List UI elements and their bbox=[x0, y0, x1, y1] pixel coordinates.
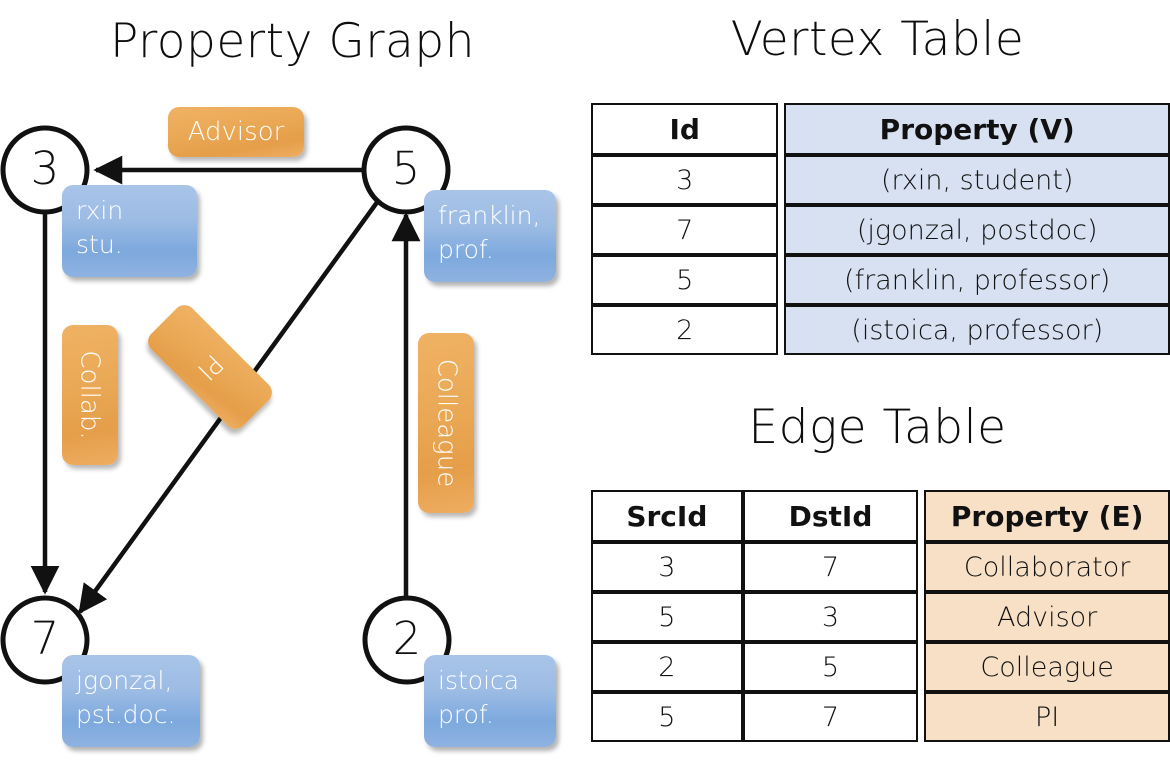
vertex-table: Id Property (V) 3 (rxin, student) 7 (jgo… bbox=[591, 103, 1170, 355]
table-row[interactable]: 7 (jgonzal, postdoc) bbox=[591, 205, 1170, 255]
vertex-table-header-property: Property (V) bbox=[784, 103, 1170, 155]
page-title-vertex-table: Vertex Table bbox=[730, 12, 1025, 67]
edge-label-box-collab: Collab. bbox=[62, 325, 118, 465]
edge-cell-dstid: 5 bbox=[742, 642, 919, 692]
table-row[interactable]: 3 (rxin, student) bbox=[591, 155, 1170, 205]
edge-table-header-dstid: DstId bbox=[742, 490, 919, 542]
graph-node-label-2: 2 bbox=[392, 612, 422, 665]
vertex-cell-id: 5 bbox=[591, 255, 779, 305]
edge-table-header-srcid: SrcId bbox=[591, 490, 743, 542]
table-row[interactable]: 2 (istoica, professor) bbox=[591, 305, 1170, 355]
edge-label-text-pi: PI bbox=[191, 348, 229, 386]
edge-cell-dstid: 7 bbox=[742, 542, 919, 592]
edge-cell-dstid: 7 bbox=[742, 692, 919, 742]
node-property-box-3: rxin stu. bbox=[62, 185, 197, 277]
edge-table-header-row: SrcId DstId Property (E) bbox=[591, 490, 1170, 542]
graph-node-label-3: 3 bbox=[30, 142, 60, 195]
edge-cell-srcid: 2 bbox=[591, 642, 743, 692]
graph-node-label-5: 5 bbox=[391, 142, 421, 195]
table-row[interactable]: 5 (franklin, professor) bbox=[591, 255, 1170, 305]
vertex-cell-id: 2 bbox=[591, 305, 779, 355]
vertex-cell-property: (franklin, professor) bbox=[784, 255, 1170, 305]
edge-cell-srcid: 5 bbox=[591, 692, 743, 742]
node-property-box-2: istoica prof. bbox=[424, 655, 556, 747]
edge-label-box-advisor: Advisor bbox=[168, 107, 304, 157]
edge-label-text-advisor: Advisor bbox=[187, 117, 285, 147]
edge-cell-property: Advisor bbox=[924, 592, 1170, 642]
table-row[interactable]: 5 7 PI bbox=[591, 692, 1170, 742]
table-row[interactable]: 3 7 Collaborator bbox=[591, 542, 1170, 592]
node-property-box-5: franklin, prof. bbox=[424, 190, 556, 282]
vertex-cell-id: 3 bbox=[591, 155, 779, 205]
table-row[interactable]: 5 3 Advisor bbox=[591, 592, 1170, 642]
edge-label-box-colleague: Colleague bbox=[418, 333, 474, 513]
vertex-table-header-id: Id bbox=[591, 103, 779, 155]
vertex-cell-property: (jgonzal, postdoc) bbox=[784, 205, 1170, 255]
edge-label-text-colleague: Colleague bbox=[431, 358, 462, 488]
edge-cell-srcid: 3 bbox=[591, 542, 743, 592]
edge-table-header-property: Property (E) bbox=[924, 490, 1170, 542]
vertex-table-header-row: Id Property (V) bbox=[591, 103, 1170, 155]
edge-cell-srcid: 5 bbox=[591, 592, 743, 642]
edge-cell-property: Collaborator bbox=[924, 542, 1170, 592]
page-title-edge-table: Edge Table bbox=[748, 400, 1007, 455]
graph-node-label-7: 7 bbox=[30, 612, 60, 665]
node-property-box-7: jgonzal, pst.doc. bbox=[62, 655, 200, 747]
table-row[interactable]: 2 5 Colleague bbox=[591, 642, 1170, 692]
edge-table: SrcId DstId Property (E) 3 7 Collaborato… bbox=[591, 490, 1170, 742]
vertex-cell-property: (istoica, professor) bbox=[784, 305, 1170, 355]
vertex-cell-property: (rxin, student) bbox=[784, 155, 1170, 205]
edge-cell-property: PI bbox=[924, 692, 1170, 742]
edge-cell-dstid: 3 bbox=[742, 592, 919, 642]
edge-cell-property: Colleague bbox=[924, 642, 1170, 692]
page-title-property-graph: Property Graph bbox=[110, 14, 475, 69]
vertex-cell-id: 7 bbox=[591, 205, 779, 255]
edge-label-text-collab: Collab. bbox=[75, 350, 105, 440]
